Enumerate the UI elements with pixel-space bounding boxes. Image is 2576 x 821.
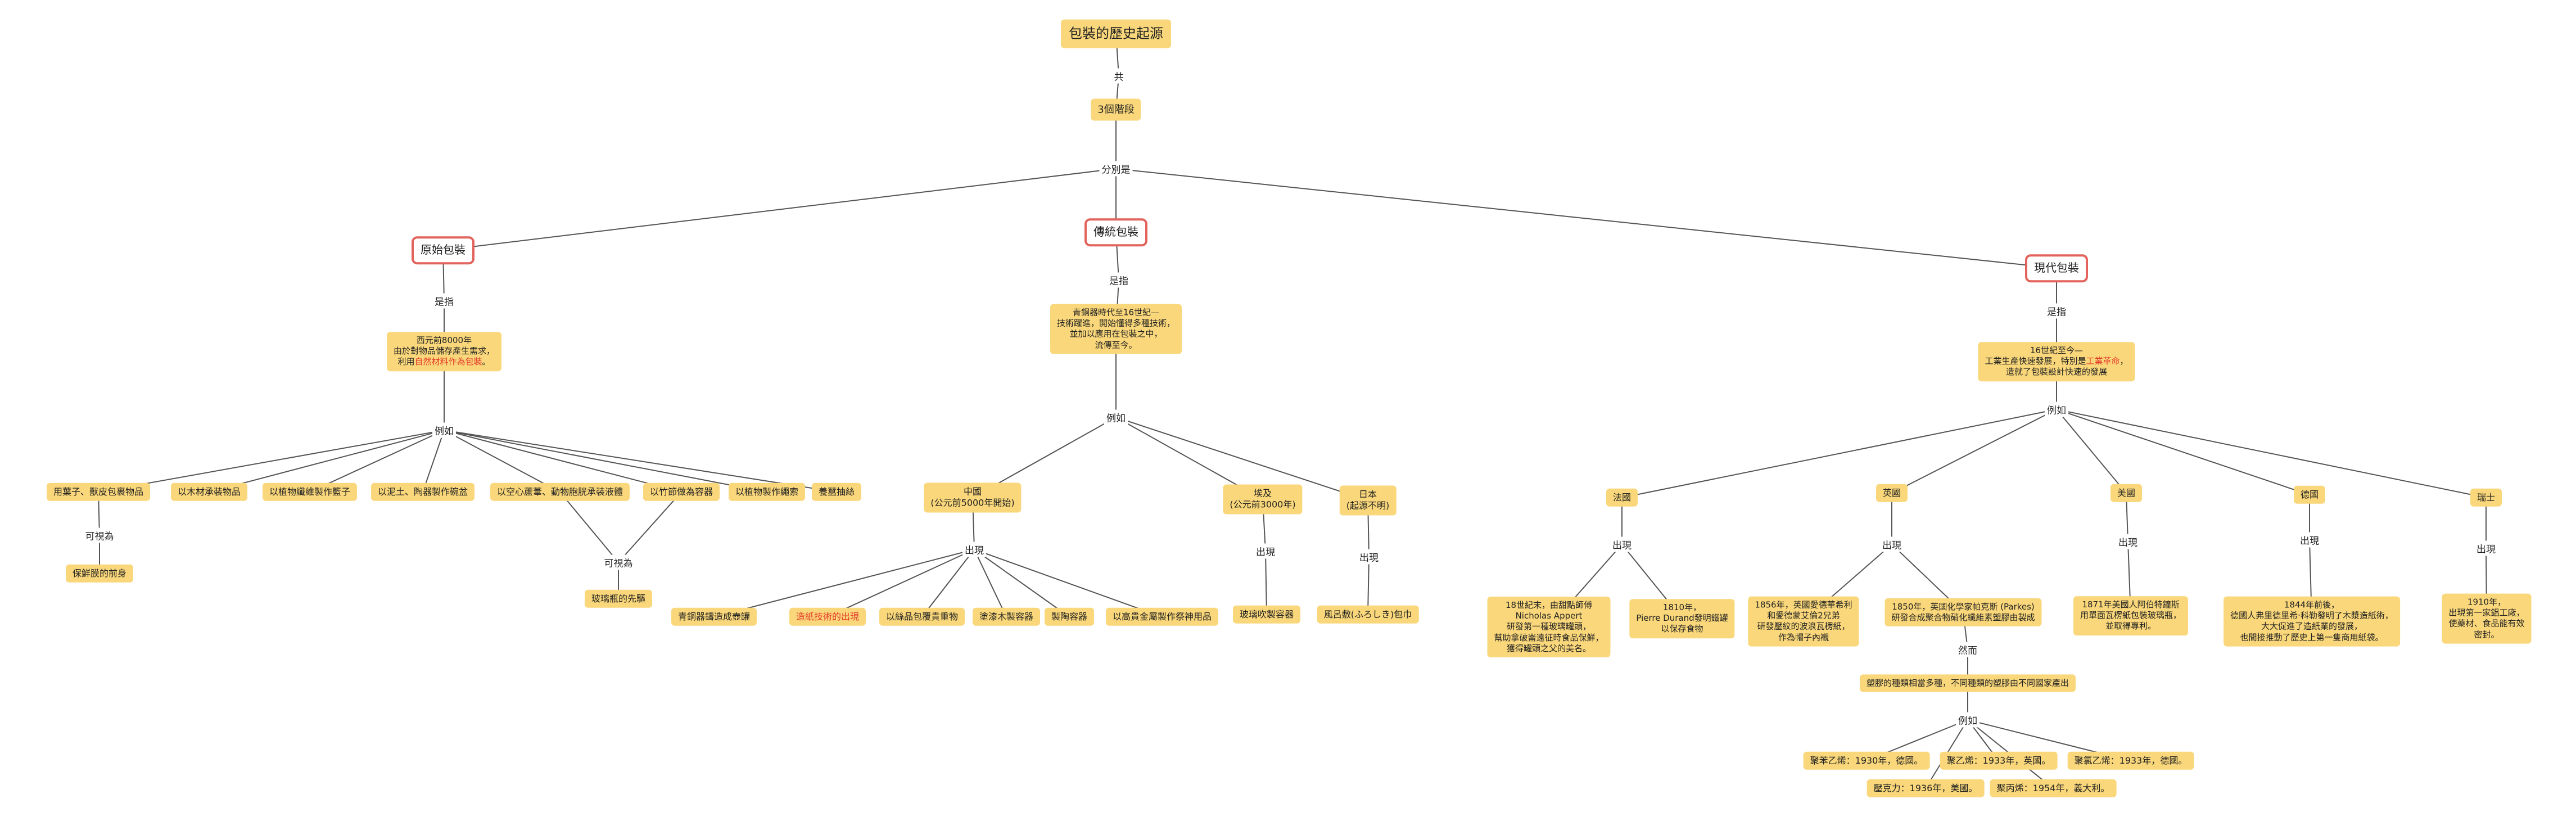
edge-label-appear: 出現: [1357, 549, 1381, 565]
uk-item: 1850年，英國化學家帕克斯 (Parkes) 研發合成聚合物硝化纖維素塑膠由製…: [1884, 598, 2042, 627]
france-item: 1810年， Pierre Durand發明鐵罐 以保存食物: [1629, 599, 1735, 638]
country-switzerland: 瑞士: [2470, 488, 2502, 507]
connector-line: [444, 430, 561, 493]
connector-line: [422, 430, 445, 493]
edge-label-is: 是指: [1107, 272, 1131, 288]
edge-label-is: 是指: [2045, 303, 2068, 319]
plastic-item: 聚氯乙烯：1933年，德國。: [2067, 751, 2194, 770]
connector-line: [442, 168, 1117, 251]
region-china: 中國 (公元前5000年開始): [924, 482, 1022, 513]
connector-line: [1115, 417, 1368, 501]
plastic-item: 聚苯乙烯：1930年，德國。: [1803, 751, 1930, 770]
connector-line: [444, 430, 682, 493]
uk-item: 1856年，英國愛德華希利 和愛德蒙艾倫2兄弟 研發壓紋的波浪瓦楞紙， 作為帽子…: [1748, 596, 1859, 647]
usa-item: 1871年美國人阿伯特鐘斯 用單面瓦楞紙包裝玻璃瓶， 並取得專利。: [2073, 596, 2189, 635]
edge-label-appear: 出現: [962, 542, 986, 557]
country-germany: 德國: [2293, 485, 2326, 504]
china-item-highlight: 造紙技術的出現: [789, 607, 866, 626]
connector-line: [921, 549, 975, 617]
france-item: 18世紀末，由甜點師傅 Nicholas Appert 研發第一種玻璃罐頭， 幫…: [1487, 597, 1611, 657]
primitive-seen-node: 玻璃瓶的先驅: [584, 589, 653, 608]
stages-node: 3個階段: [1091, 98, 1141, 121]
china-item: 製陶容器: [1044, 607, 1095, 626]
connector-line: [974, 549, 1070, 617]
modern-desc: 16世紀至今— 工業生產快速發展，特別是工業革命， 造就了包裝設計快速的發展: [1978, 342, 2135, 381]
edge-label-seen: 可視為: [602, 554, 635, 570]
edge-label-appear: 出現: [1880, 536, 1904, 552]
country-usa: 美國: [2110, 484, 2143, 503]
connector-line: [1367, 556, 1370, 615]
edge-label-is: 是指: [432, 293, 456, 309]
primitive-example: 養蠶抽絲: [811, 482, 862, 502]
country-uk: 英國: [1875, 484, 1908, 503]
connector-line: [309, 430, 445, 493]
primitive-example: 以竹節做為容器: [643, 482, 720, 502]
root-title: 包裝的歷史起源: [1061, 19, 1171, 48]
connector-line: [974, 549, 1007, 617]
edge-label-appear: 出現: [2298, 532, 2321, 548]
region-egypt: 埃及 (公元前3000年): [1223, 484, 1303, 515]
branch-traditional: 傳統包裝: [1084, 218, 1147, 246]
edge-label-total: 共: [1111, 68, 1126, 84]
primitive-seen-node: 保鮮膜的前身: [65, 564, 134, 583]
china-item: 青銅器鑄造成壺罐: [671, 607, 757, 626]
plastic-item: 聚丙烯：1954年，義大利。: [1990, 779, 2117, 798]
traditional-desc: 青銅器時代至16世紀— 技術躍進，開始懂得多種技術， 並加以應用在包裝之中， 流…: [1050, 304, 1182, 354]
china-item: 塗漆木製容器: [972, 607, 1041, 626]
edge-label-seen: 可視為: [83, 527, 116, 543]
primitive-example: 以空心蘆葦、動物胞胱承裝液體: [490, 482, 630, 502]
japan-item: 風呂敷(ふろしき)包巾: [1317, 605, 1419, 624]
connector-line: [2056, 409, 2310, 495]
primitive-example: 以泥土、陶器製作碗盆: [370, 482, 475, 502]
edge-label-however: 然而: [1956, 642, 1980, 657]
connector-line: [209, 430, 445, 493]
connector-line: [1115, 168, 2057, 269]
connector-line: [618, 491, 682, 563]
plastic-item: 壓克力：1936年，美國。: [1867, 779, 1985, 798]
edge-label-example: 例如: [432, 422, 456, 438]
edge-label-example: 例如: [1104, 409, 1128, 425]
connector-line: [1891, 409, 2057, 494]
connector-line: [444, 430, 837, 493]
egypt-item: 玻璃吹製容器: [1232, 605, 1301, 624]
connector-line: [559, 491, 619, 563]
germany-item: 1844年前後， 德國人弗里德里希·科勒發明了木漿造紙術， 大大促進了造紙業的發…: [2224, 596, 2400, 647]
edge-label-appear: 出現: [1254, 543, 1277, 559]
connector-line: [98, 430, 445, 493]
country-france: 法國: [1606, 488, 1638, 507]
china-item: 以絲品包覆貴重物: [879, 607, 965, 626]
connector-line: [2056, 409, 2127, 494]
primitive-example: 用葉子、獸皮包裹物品: [46, 482, 151, 502]
branch-primitive: 原始包裝: [412, 236, 474, 264]
china-item: 以高貴金屬製作祭神用品: [1105, 607, 1219, 626]
edge-label-split: 分別是: [1099, 161, 1133, 177]
edge-label-example: 例如: [2045, 402, 2068, 417]
branch-modern: 現代包裝: [2025, 254, 2088, 282]
primitive-example: 以植物纖維製作籃子: [262, 482, 358, 502]
connector-line: [1621, 409, 2057, 498]
connector-line: [1265, 551, 1267, 615]
primitive-example: 以植物製作繩索: [728, 482, 806, 502]
region-japan: 日本 (起源不明): [1339, 485, 1397, 516]
edge-label-appear: 出現: [2474, 540, 2498, 556]
connector-line: [2056, 409, 2487, 498]
connector-line: [827, 549, 975, 617]
plastics-node: 塑膠的種類相當多種，不同種類的塑膠由不同國家產出: [1859, 674, 2076, 692]
switzerland-item: 1910年， 出現第一家鋁工廠， 使藥材、食品能有效密封。: [2442, 593, 2532, 644]
primitive-desc: 西元前8000年 由於對物品儲存產生需求， 利用自然材料作為包裝。: [386, 332, 502, 371]
connector-line: [444, 430, 767, 493]
connector-line: [713, 549, 975, 617]
edge-label-example: 例如: [1956, 712, 1980, 728]
plastic-item: 聚乙烯：1933年，英國。: [1940, 751, 2058, 770]
primitive-example: 以木材承裝物品: [170, 482, 248, 502]
edge-label-appear: 出現: [1610, 536, 1634, 552]
edge-label-appear: 出現: [2116, 534, 2140, 549]
connector-line: [974, 549, 1163, 617]
